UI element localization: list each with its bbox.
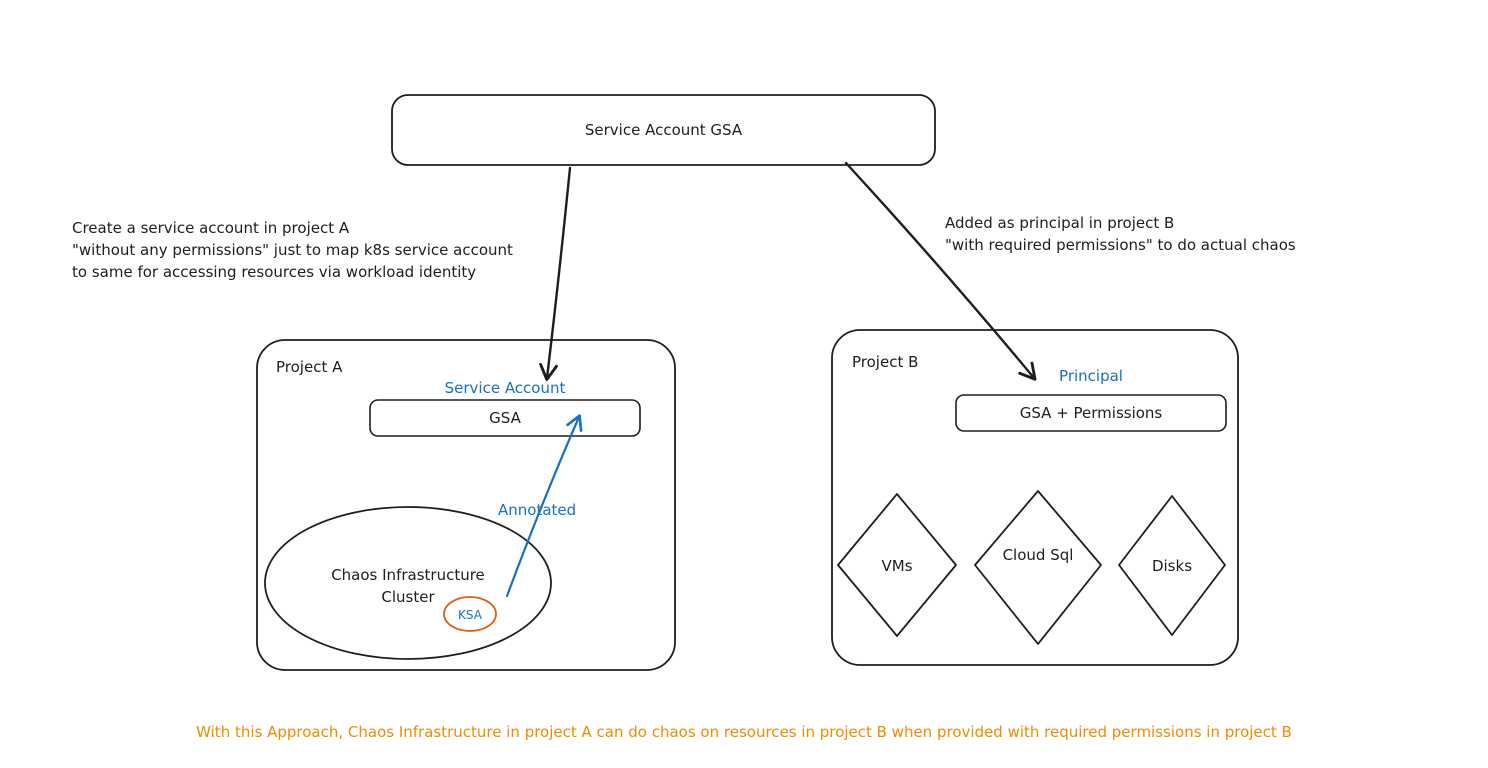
arrow-gsa-to-project-b — [844, 161, 1037, 381]
annotated-label: Annotated — [498, 501, 577, 519]
project-a-title: Project A — [276, 358, 343, 376]
footer-summary-text: With this Approach, Chaos Infrastructure… — [196, 723, 1292, 741]
chaos-cluster-label-line2: Cluster — [381, 588, 435, 606]
left-note-line-3: to same for accessing resources via work… — [72, 263, 477, 281]
project-a-service-account-label: Service Account — [444, 379, 566, 397]
chaos-cluster-ellipse-shape — [264, 506, 552, 660]
cloud-sql-diamond-label: Cloud Sql — [1002, 546, 1074, 564]
service-account-gsa-box-shape — [391, 94, 936, 166]
left-note-line-2: "without any permissions" just to map k8… — [72, 241, 513, 259]
project-b-title: Project B — [852, 353, 919, 371]
left-note-line-1: Create a service account in project A — [72, 219, 350, 237]
project-b-principal-label: Principal — [1059, 367, 1123, 385]
right-note-line-2: "with required permissions" to do actual… — [945, 236, 1296, 254]
project-b-gsa-permissions-box-shape — [955, 394, 1227, 432]
cloud-sql-diamond-shape — [974, 490, 1102, 645]
project-a-box-shape — [256, 339, 676, 671]
arrow-gsa-to-project-a — [539, 166, 572, 382]
disks-diamond-shape — [1118, 495, 1226, 636]
ksa-label: KSA — [458, 608, 482, 622]
service-account-gsa-label: Service Account GSA — [584, 121, 743, 139]
vms-diamond-label: VMs — [881, 557, 913, 575]
project-a-gsa-label: GSA — [489, 409, 521, 427]
project-a-gsa-box-shape — [369, 399, 641, 437]
disks-diamond-label: Disks — [1151, 557, 1193, 575]
chaos-cluster-label-line1: Chaos Infrastructure — [331, 566, 485, 584]
project-b-box-shape — [831, 329, 1239, 666]
ksa-circle-shape — [443, 596, 497, 632]
arrow-ksa-annotated-to-gsa — [505, 414, 583, 598]
project-b-gsa-permissions-label: GSA + Permissions — [1019, 404, 1163, 422]
vms-diamond-shape — [837, 493, 957, 637]
right-note-line-1: Added as principal in project B — [945, 214, 1175, 232]
